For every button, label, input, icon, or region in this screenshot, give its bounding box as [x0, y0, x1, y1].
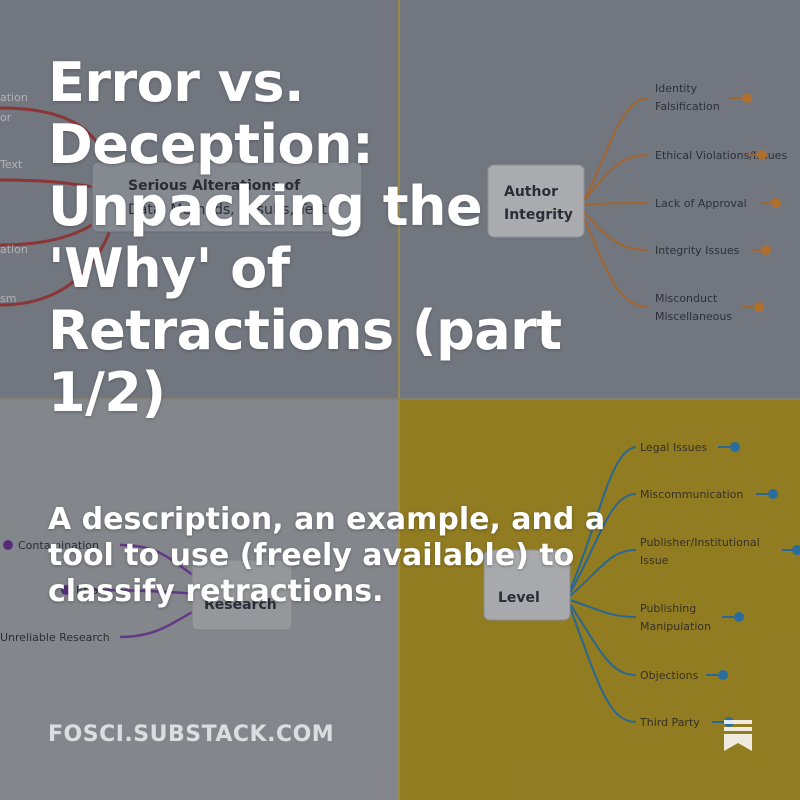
tr-node — [487, 164, 585, 238]
bl-node — [191, 559, 293, 631]
tr-branch-7: Miscellaneous — [655, 310, 732, 323]
post-title: Error vs. Deception: Unpacking the 'Why'… — [48, 51, 562, 424]
br-branch-4: Issue — [640, 554, 669, 567]
br-node — [483, 549, 571, 621]
br-branch-7: Objections — [640, 669, 699, 682]
panel-bottom-right — [400, 400, 800, 800]
bl-node-label: Research — [204, 597, 277, 613]
tr-node-line2: Integrity — [504, 207, 573, 223]
tl-node — [91, 161, 363, 233]
tr-branch-2: Falsification — [655, 100, 720, 113]
tl-node-line2: Data, Methods, Results, Text — [128, 202, 327, 218]
br-branch-3: Publisher/Institutional — [640, 536, 760, 549]
tl-label-5: sm — [0, 292, 16, 305]
br-branch-5: Publishing — [640, 602, 696, 615]
tl-label-2: or — [0, 111, 12, 124]
tl-label-1: ation — [0, 91, 28, 104]
tr-branch-1: Identity — [655, 82, 698, 95]
tr-branch-5: Integrity Issues — [655, 244, 740, 257]
tr-branch-3: Ethical Violations/Issues — [655, 149, 787, 162]
br-branch-6: Manipulation — [640, 620, 711, 633]
br-branch-1: Legal Issues — [640, 441, 707, 454]
tr-branch-6: Misconduct — [655, 292, 718, 305]
panel-top-right — [400, 0, 800, 398]
bl-branch-1: Contamination — [18, 539, 99, 552]
site-url: FOSCI.SUBSTACK.COM — [48, 722, 335, 747]
bl-branch-3: Unreliable Research — [0, 631, 110, 644]
br-node-label: Level — [498, 590, 540, 606]
tr-node-line1: Author — [504, 184, 558, 200]
tl-label-4: ation — [0, 243, 28, 256]
bookmark-icon[interactable] — [722, 718, 754, 752]
br-branch-2: Miscommunication — [640, 488, 743, 501]
bl-branch-2: Error — [76, 584, 103, 597]
tl-node-line1: Serious Alterations of — [128, 178, 301, 194]
tr-branch-4: Lack of Approval — [655, 197, 747, 210]
tl-label-3: Text — [0, 158, 23, 171]
br-branch-8: Third Party — [639, 716, 700, 729]
post-subtitle: A description, an example, and a tool to… — [48, 502, 606, 609]
